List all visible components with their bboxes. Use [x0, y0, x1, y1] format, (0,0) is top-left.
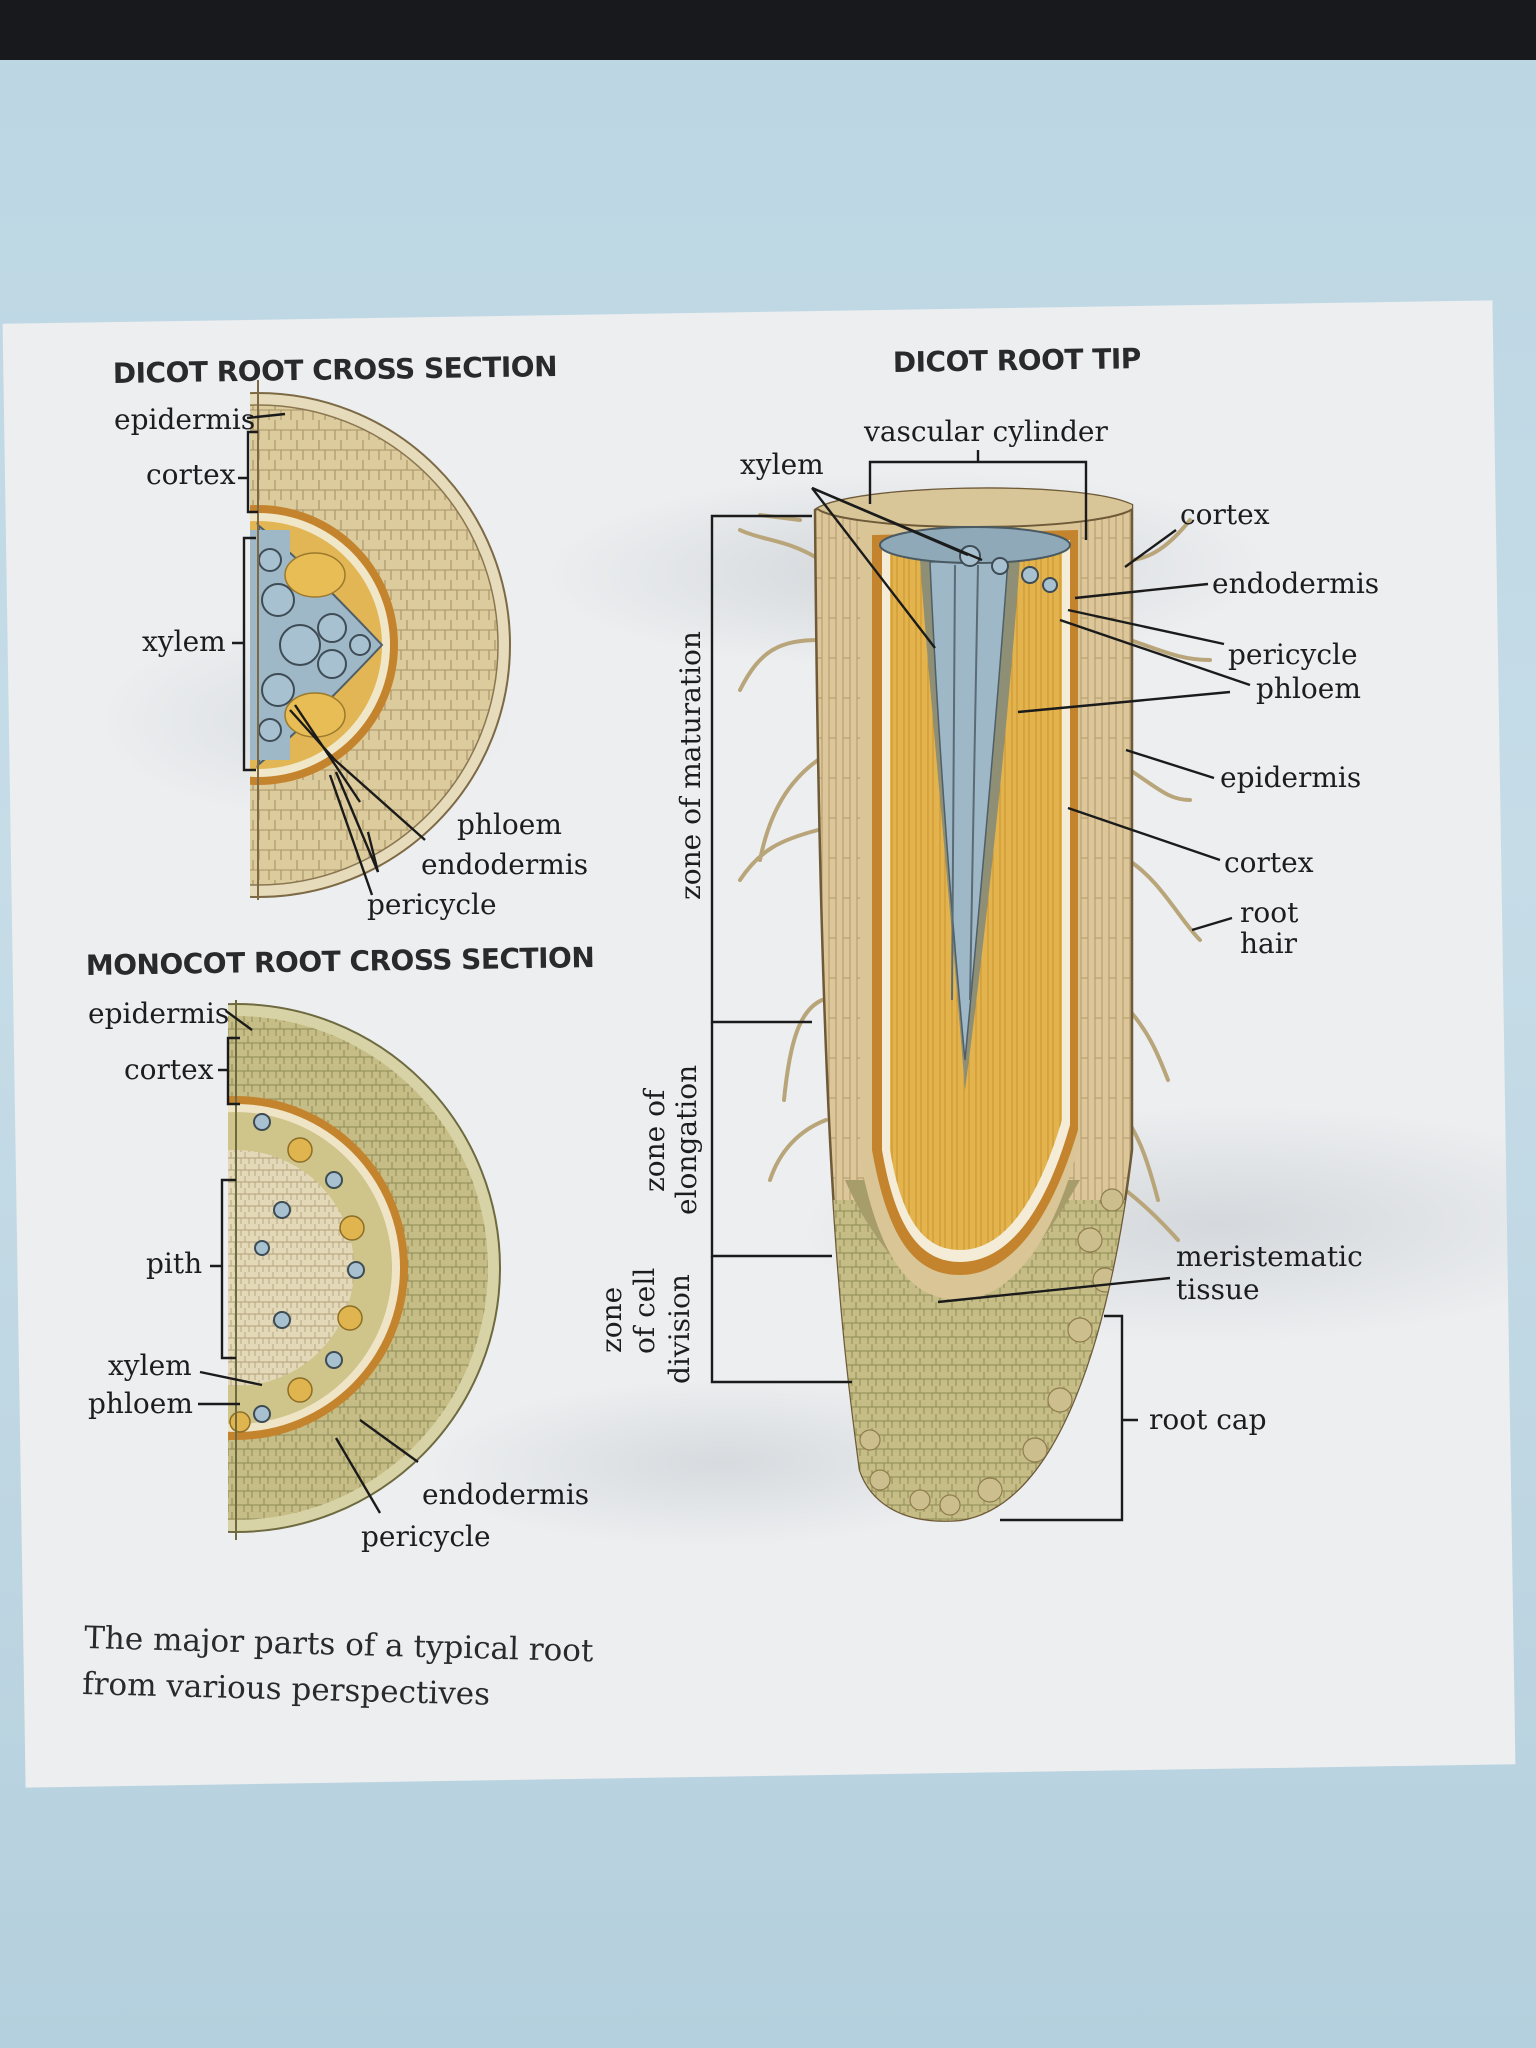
monocot-label-cortex: cortex: [124, 1053, 214, 1086]
tip-label-pericycle: pericycle: [1228, 638, 1358, 671]
tip-label-meristematic-line2: tissue: [1176, 1273, 1260, 1306]
dicot-label-phloem: phloem: [457, 808, 562, 841]
monocot-label-endodermis: endodermis: [422, 1478, 589, 1511]
dicot-label-xylem: xylem: [142, 625, 226, 658]
tip-label-root-hair-line1: root: [1240, 896, 1299, 929]
monocot-label-pith: pith: [146, 1247, 202, 1280]
dicot-label-epidermis: epidermis: [114, 403, 255, 436]
monocot-label-pericycle: pericycle: [361, 1520, 491, 1553]
tip-zone-division-line2: of cell: [628, 1268, 661, 1354]
tip-zone-elongation-line1: zone of: [638, 1087, 671, 1192]
monocot-label-epidermis: epidermis: [88, 997, 229, 1030]
tip-label-root-hair-line2: hair: [1240, 927, 1298, 960]
tip-label-epidermis: epidermis: [1220, 761, 1361, 794]
monocot-label-xylem: xylem: [108, 1349, 192, 1382]
dicot-label-pericycle: pericycle: [367, 888, 497, 921]
dicot-label-endodermis: endodermis: [421, 848, 588, 881]
tip-zone-maturation: zone of maturation: [674, 631, 707, 900]
monocot-cross-section-title: MONOCOT ROOT CROSS SECTION: [86, 941, 595, 982]
tip-label-cortex: cortex: [1224, 846, 1314, 879]
caption-line-2: from various perspectives: [82, 1666, 491, 1713]
tip-zone-division-line1: zone: [595, 1287, 628, 1353]
tip-label-root-cap: root cap: [1149, 1403, 1267, 1436]
dicot-cross-section-drawing: [250, 380, 511, 900]
figure-caption: The major parts of a typical root from v…: [82, 1620, 595, 1713]
tip-label-endodermis: endodermis: [1212, 567, 1379, 600]
tip-label-vascular-cylinder: vascular cylinder: [863, 415, 1108, 448]
dicot-root-tip: DICOT ROOT TIP: [595, 342, 1379, 1522]
tip-zone-elongation-line2: elongation: [670, 1065, 703, 1215]
dicot-cross-section-title: DICOT ROOT CROSS SECTION: [113, 350, 558, 390]
tip-label-meristematic-line1: meristematic: [1176, 1240, 1363, 1273]
dicot-cross-section: DICOT ROOT CROSS SECTION epidermis: [113, 350, 589, 921]
monocot-cross-section-drawing: [228, 1000, 501, 1540]
dicot-root-tip-title: DICOT ROOT TIP: [893, 342, 1141, 379]
tip-label-cortex-top: cortex: [1180, 498, 1270, 531]
tip-zone-division-line3: division: [663, 1274, 696, 1384]
monocot-label-phloem: phloem: [88, 1387, 193, 1420]
caption-line-1: The major parts of a typical root: [84, 1620, 595, 1669]
root-tip-drawing: [738, 487, 1212, 1522]
monocot-cross-section: MONOCOT ROOT CROSS SECTION epidermis: [86, 941, 595, 1553]
dicot-label-cortex: cortex: [146, 458, 236, 491]
tip-label-xylem: xylem: [740, 448, 824, 481]
tip-label-phloem: phloem: [1256, 672, 1361, 705]
